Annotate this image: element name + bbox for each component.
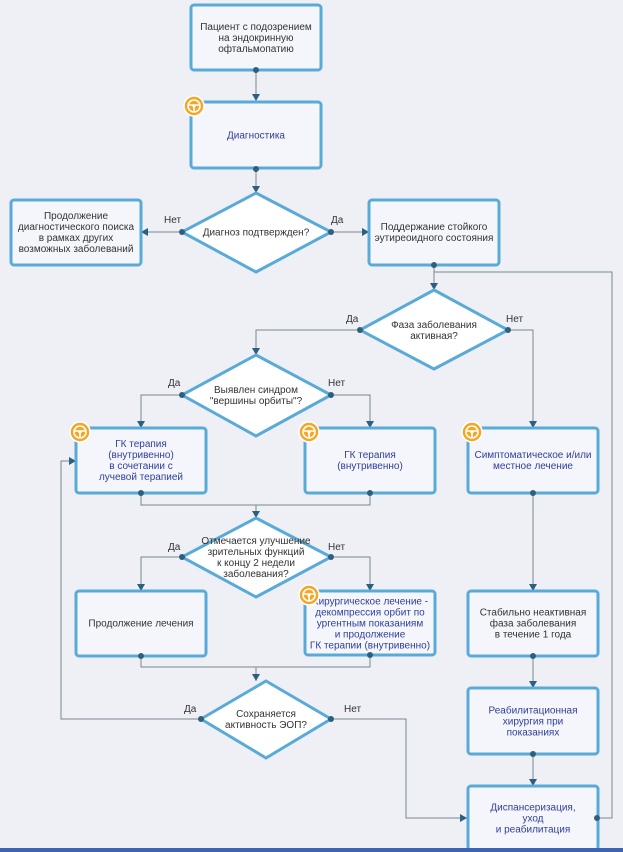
node-text-line: "вершины орбиты"?	[210, 395, 303, 407]
node-surgical-decompression-text: Хирургическое лечение -декомпрессия орби…	[310, 597, 430, 652]
node-text-line: Сохраняется	[236, 709, 296, 720]
label-yes-apex: Да	[168, 378, 181, 389]
node-text-line: Продолжение лечения	[88, 619, 193, 630]
node-text-line: лучевой терапией	[99, 472, 183, 483]
label-yes-diagnosis: Да	[331, 215, 344, 226]
node-apex-syndrome-text: Выявлен синдром"вершины орбиты"?	[210, 385, 303, 407]
node-text-line: (внутривенно)	[337, 461, 403, 472]
node-apex-syndrome[interactable]: Выявлен синдром"вершины орбиты"?	[178, 353, 335, 438]
node-text-line: декомпрессия орбит по	[315, 607, 425, 619]
node-text-line: офтальмопатию	[218, 43, 294, 55]
node-text-line: ургентным показаниям	[317, 619, 424, 630]
node-text-line: Реабилитационная	[488, 705, 577, 717]
edge-labels: Нет Да Да Нет Да Нет Да Нет Да Нет	[164, 215, 523, 715]
node-diagnostics-text: Диагностика	[227, 131, 285, 142]
node-text-line: Отмечается улучшение	[201, 536, 311, 547]
label-no-apex: Нет	[328, 378, 345, 389]
node-text-line: хирургия при	[503, 717, 563, 728]
node-text-line: показаниях	[507, 728, 560, 739]
edges	[60, 70, 613, 822]
node-diagnostics[interactable]: Диагностика	[189, 100, 323, 170]
node-text-line: к концу 2 недели	[217, 558, 295, 569]
node-text-line: (внутривенно)	[108, 450, 174, 461]
label-no-eop: Нет	[344, 704, 361, 715]
node-text-line: фаза заболевания	[490, 618, 577, 630]
label-no-phase: Нет	[506, 314, 523, 325]
steering-wheel-icon	[298, 584, 320, 606]
node-text-line: диагностического поиска	[18, 222, 135, 233]
node-gc-iv-text: ГК терапия(внутривенно)	[337, 450, 403, 472]
node-text-line: Поддержание стойкого	[381, 222, 488, 233]
node-text-line: зрительных функций	[208, 546, 305, 558]
label-yes-visual: Да	[168, 542, 181, 553]
node-text-line: уход	[522, 814, 543, 825]
node-text-line: активность ЭОП?	[225, 720, 307, 731]
steering-wheel-icon	[298, 421, 320, 443]
node-text-line: местное лечение	[493, 461, 573, 472]
bottom-bar	[0, 848, 623, 852]
node-text-line: в сочетании с	[109, 461, 173, 472]
node-text-line: эутиреоидного состояния	[375, 233, 494, 244]
node-text-line: Диспансеризация,	[490, 803, 575, 814]
node-text-line: ГК терапия	[115, 439, 167, 450]
steering-wheel-icon	[183, 95, 205, 117]
label-yes-phase: Да	[346, 314, 359, 325]
node-text-line: Фаза заболевания	[391, 319, 477, 331]
node-text-line: заболевания?	[223, 568, 289, 580]
node-text-line: активная?	[410, 331, 458, 342]
node-text-line: возможных заболеваний	[19, 243, 134, 255]
node-text-line: ГК терапии (внутривенно)	[310, 641, 430, 652]
node-text-line: Хирургическое лечение -	[312, 597, 428, 608]
node-text-line: Диагноз подтвержден?	[203, 228, 310, 239]
node-text-line: в течение 1 года	[495, 630, 572, 641]
node-text-line: Симптоматическое и/или	[474, 450, 591, 461]
steering-wheel-icon	[69, 421, 91, 443]
steering-wheel-icon	[461, 421, 483, 443]
node-gc-iv[interactable]: ГК терапия(внутривенно)	[303, 426, 437, 495]
node-text-line: и продолжение	[335, 630, 406, 641]
node-text-line: Стабильно неактивная	[480, 607, 587, 619]
node-continue-treatment-text: Продолжение лечения	[88, 619, 193, 630]
node-text-line: ГК терапия	[344, 450, 396, 461]
connection-dots	[138, 67, 600, 821]
node-diagnosis-confirmed[interactable]: Диагноз подтвержден?	[178, 191, 335, 274]
label-no-visual: Нет	[328, 542, 345, 553]
node-surgical-decompression[interactable]: Хирургическое лечение -декомпрессия орби…	[303, 589, 437, 657]
node-text-line: в рамках других	[39, 233, 114, 244]
node-text-line: и реабилитация	[496, 824, 571, 836]
node-text-line: Продолжение	[44, 211, 108, 222]
node-text-line: Пациент с подозрением	[200, 22, 312, 33]
node-diagnosis-confirmed-text: Диагноз подтвержден?	[203, 228, 310, 239]
node-text-line: Выявлен синдром	[214, 385, 298, 396]
node-text-line: Диагностика	[227, 131, 285, 142]
label-yes-eop: Да	[184, 704, 197, 715]
label-no-diagnosis: Нет	[164, 215, 181, 226]
node-continue-treatment[interactable]: Продолжение лечения	[74, 589, 208, 658]
node-text-line: на эндокринную	[219, 33, 294, 44]
